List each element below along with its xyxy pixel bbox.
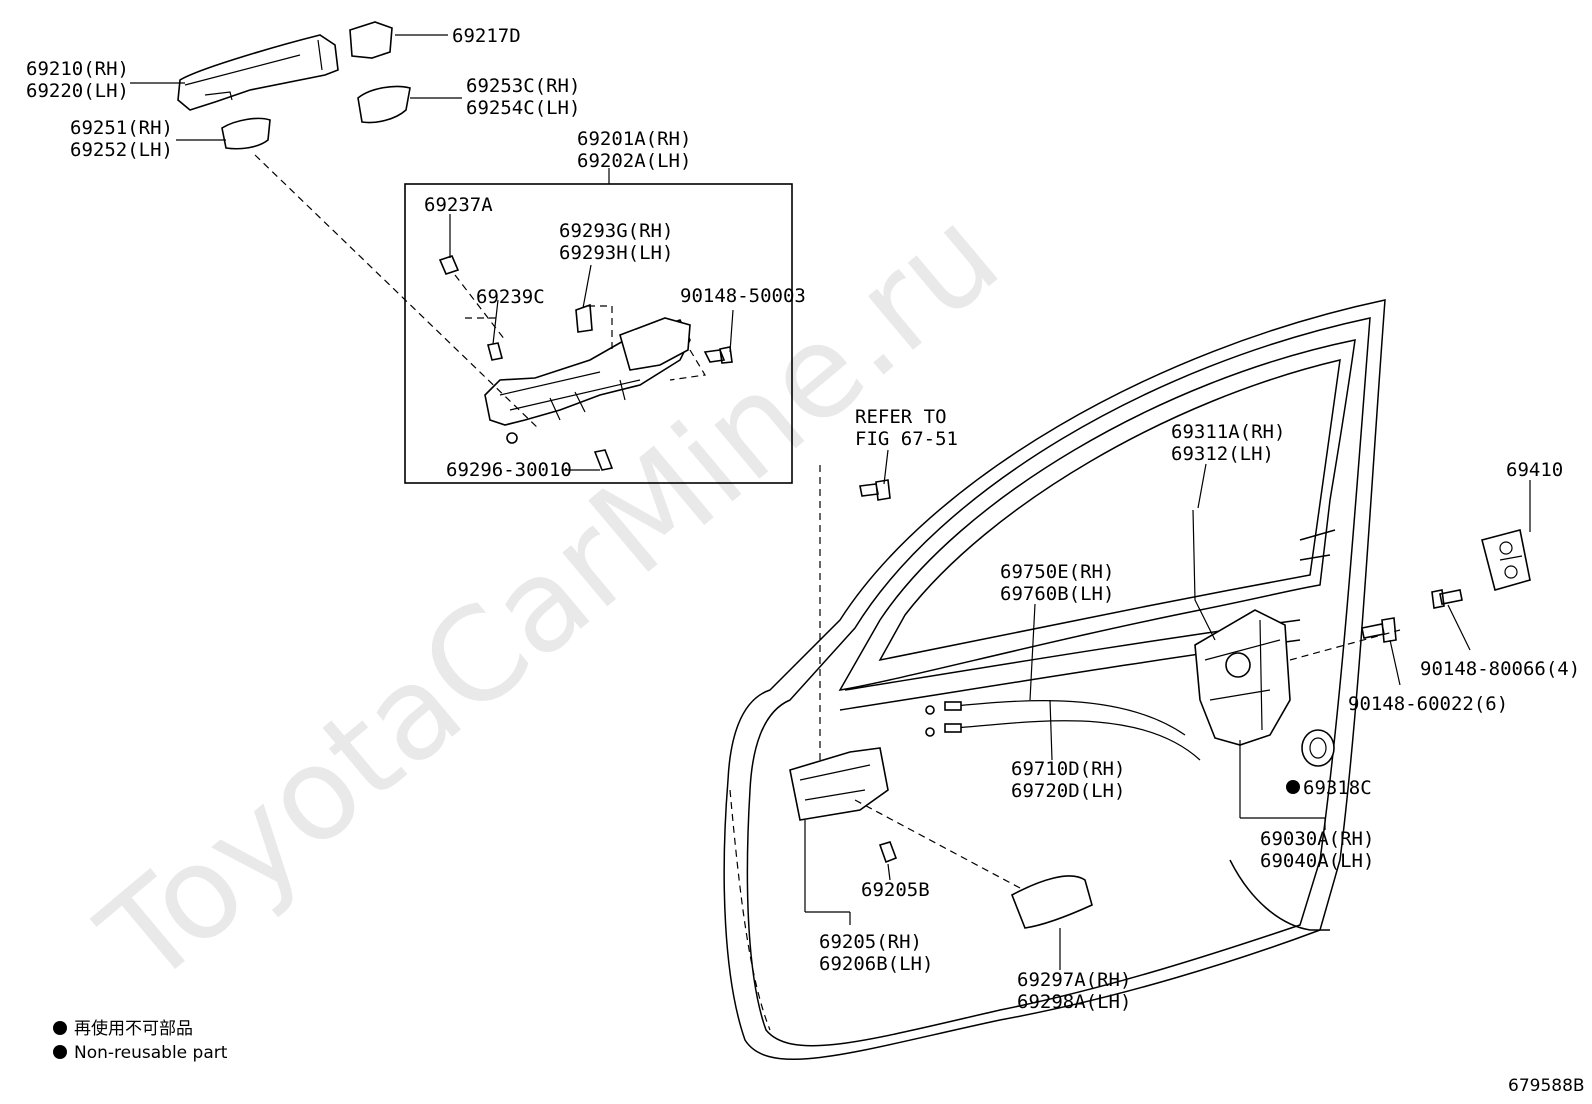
label-striker-screw: 90148-80066(4) bbox=[1420, 658, 1580, 680]
cables-drawing bbox=[925, 700, 1201, 761]
label-lock-rod-rh: 69311A(RH) bbox=[1171, 421, 1285, 443]
label-outer-handle-lh: 69220(LH) bbox=[26, 80, 129, 102]
label-lock-assy-lh: 69040A(LH) bbox=[1260, 850, 1374, 872]
label-frame-rivet: 69239C bbox=[476, 286, 545, 308]
inner-screw-drawing bbox=[878, 841, 898, 864]
inner-handle-drawing bbox=[789, 747, 889, 821]
label-pad-rear-rh: 69251(RH) bbox=[70, 117, 173, 139]
label-lock-assy-rh: 69030A(RH) bbox=[1260, 828, 1374, 850]
lock-rod-drawing bbox=[1192, 509, 1216, 641]
label-frame-clip: 69237A bbox=[424, 194, 493, 216]
label-outer-handle-rh: 69210(RH) bbox=[26, 58, 129, 80]
frame-bolt-drawing bbox=[593, 449, 614, 471]
refer-bolt-drawing bbox=[859, 479, 891, 501]
legend-dot-icon bbox=[53, 1021, 67, 1035]
non-reusable-dot-icon bbox=[1286, 780, 1300, 794]
label-cable-upper-rh: 69750E(RH) bbox=[1000, 561, 1114, 583]
leader-lines bbox=[130, 34, 1531, 970]
label-lock-rod-lh: 69312(LH) bbox=[1171, 443, 1274, 465]
pad-front-drawing bbox=[357, 85, 411, 124]
frame-assy-drawing bbox=[465, 303, 706, 444]
lock-screw-drawing bbox=[1361, 617, 1397, 643]
outer-handle-drawing bbox=[177, 34, 339, 111]
label-frame-assy-lh: 69202A(LH) bbox=[577, 150, 691, 172]
legend-dot-icon bbox=[53, 1045, 67, 1059]
assembly-lines bbox=[254, 154, 1401, 889]
label-pad-front-lh: 69254C(LH) bbox=[466, 97, 580, 119]
label-frame-screw: 90148-50003 bbox=[680, 285, 806, 307]
legend-en: Non-reusable part bbox=[74, 1043, 228, 1063]
bezel-drawing bbox=[1010, 875, 1093, 929]
label-cable-lower-rh: 69710D(RH) bbox=[1011, 758, 1125, 780]
label-refer-to-2: FIG 67-51 bbox=[855, 428, 958, 450]
label-seal: 69318C bbox=[1303, 777, 1372, 799]
legend-jp: 再使用不可部品 bbox=[74, 1018, 193, 1039]
handle-cap-drawing bbox=[349, 21, 393, 59]
door-outline bbox=[723, 299, 1386, 1061]
frame-screw-drawing bbox=[703, 346, 733, 364]
label-pad-front-rh: 69253C(RH) bbox=[466, 75, 580, 97]
label-pad-rear-lh: 69252(LH) bbox=[70, 139, 173, 161]
label-handle-cap: 69217D bbox=[452, 25, 521, 47]
legend: 再使用不可部品 Non-reusable part bbox=[53, 1018, 228, 1063]
diagram-id: 679588B bbox=[1508, 1076, 1585, 1096]
label-frame-bolt: 69296-30010 bbox=[446, 459, 572, 481]
rivet-drawing bbox=[487, 342, 503, 361]
label-frame-bracket-lh: 69293H(LH) bbox=[559, 242, 673, 264]
label-bezel-lh: 69298A(LH) bbox=[1017, 991, 1131, 1013]
pad-rear-drawing bbox=[221, 117, 271, 150]
clip-drawing bbox=[438, 255, 460, 275]
label-frame-bracket-rh: 69293G(RH) bbox=[559, 220, 673, 242]
striker-drawing bbox=[1481, 529, 1531, 591]
frame-assy-box bbox=[404, 183, 793, 484]
label-lock-screw: 90148-60022(6) bbox=[1348, 693, 1508, 715]
striker-screw-drawing bbox=[1431, 589, 1463, 609]
seal-drawing bbox=[1301, 729, 1335, 767]
label-inner-handle-lh: 69206B(LH) bbox=[819, 953, 933, 975]
label-refer-to-1: REFER TO bbox=[855, 406, 947, 428]
label-inner-screw: 69205B bbox=[861, 879, 930, 901]
label-inner-handle-rh: 69205(RH) bbox=[819, 931, 922, 953]
lock-assy-drawing bbox=[1194, 609, 1291, 746]
label-frame-assy-rh: 69201A(RH) bbox=[577, 128, 691, 150]
label-cable-upper-lh: 69760B(LH) bbox=[1000, 583, 1114, 605]
label-striker: 69410 bbox=[1506, 459, 1563, 481]
label-bezel-rh: 69297A(RH) bbox=[1017, 969, 1131, 991]
label-cable-lower-lh: 69720D(LH) bbox=[1011, 780, 1125, 802]
